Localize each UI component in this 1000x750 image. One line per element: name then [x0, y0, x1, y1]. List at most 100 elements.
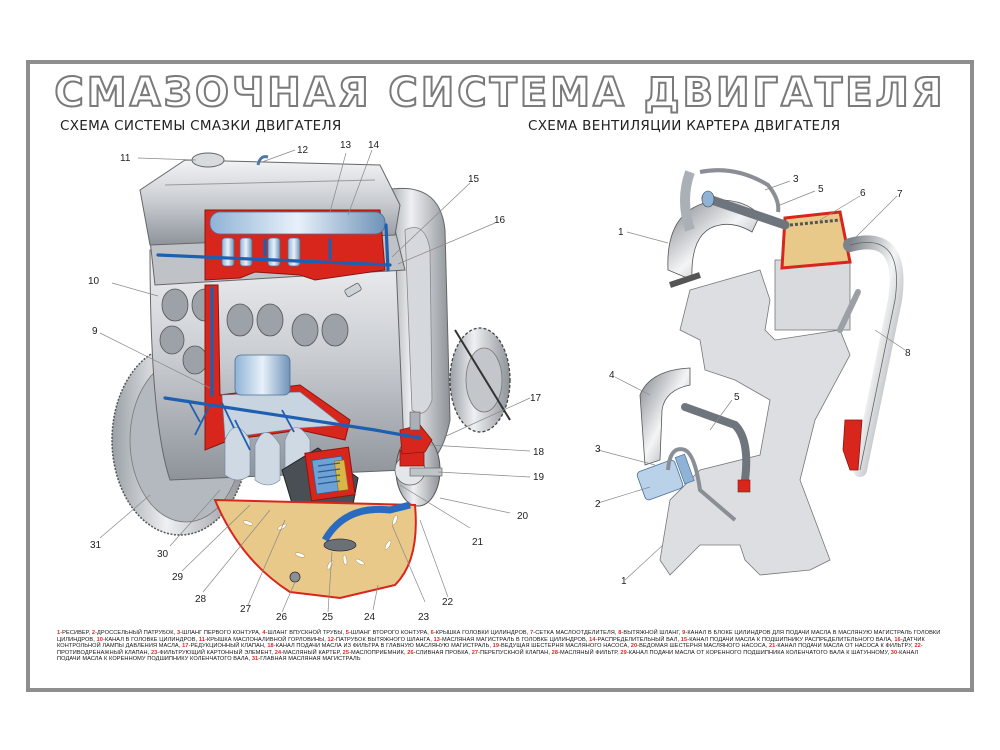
legend-item-number: 15: [680, 636, 688, 643]
ventilation-diagram-subtitle: СХЕМА ВЕНТИЛЯЦИИ КАРТЕРА ДВИГАТЕЛЯ: [528, 118, 841, 134]
legend-item-text: -КАНАЛ В БЛОКЕ ЦИЛИНДРОВ ДЛЯ ПОДАЧИ МАСЛ…: [57, 630, 941, 643]
engine-callout-labels: 11 12 13 14 15 16 10 9 17 18 19 20 21 22…: [88, 140, 545, 623]
oil-pickup: [321, 501, 411, 542]
legend-item-number: 21: [768, 643, 776, 650]
legend-item: 16-ДАТЧИК КОНТРОЛЬНОЙ ЛАМПЫ ДАВЛЕНИЯ МАС…: [57, 637, 925, 650]
vent-callout-2: 2: [595, 499, 601, 510]
callout-12: 12: [297, 145, 309, 156]
legend-item-text: -ПЕРЕПУСКНОЙ КЛАПАН,: [478, 649, 552, 656]
legend-item-text: -КАНАЛ В ГОЛОВКЕ ЦИЛИНДРОВ,: [103, 636, 199, 643]
legend-item: 22-ПРОТИВОДРЕНАЖНЫЙ КЛАПАН,: [57, 643, 923, 656]
callout-28: 28: [195, 594, 207, 605]
legend-item: 31-ГЛАВНАЯ МАСЛЯНАЯ МАГИСТРАЛЬ: [252, 656, 361, 662]
legend-item: 17-РЕДУКЦИОННЫЙ КЛАПАН,: [182, 643, 267, 649]
legend-item: 7-СЕТКА МАСЛООТДЕЛИТЕЛЯ,: [530, 630, 618, 636]
legend-item-text: -ГЛАВНАЯ МАСЛЯНАЯ МАГИСТРАЛЬ: [258, 656, 361, 663]
legend-item-number: 10: [96, 636, 104, 643]
legend-item: 14-РАСПРЕДЕЛИТЕЛЬНЫЙ ВАЛ,: [589, 637, 681, 643]
legend-item: 27-ПЕРЕПУСКНОЙ КЛАПАН,: [472, 650, 552, 656]
legend-item-number: 30: [890, 649, 898, 656]
legend-item-text: -МАСЛЯНЫЙ ФИЛЬТР,: [558, 649, 621, 656]
vent-callout-4: 4: [609, 370, 615, 381]
legend-item-number: 2: [91, 630, 96, 636]
legend-item-number: 9: [682, 630, 686, 636]
legend-item-text: -СЛИВНАЯ ПРОБКА,: [413, 649, 472, 656]
ventilation-callout-labels: 1 3 5 6 7 8 4 5 3 2 1: [595, 174, 911, 587]
oil-channels: [156, 223, 422, 440]
ventilation-illustration: [636, 168, 904, 576]
callout-31: 31: [90, 540, 102, 551]
hose-second-circuit-top: [701, 193, 790, 230]
legend-item-text: -КАНАЛ ПОДАЧИ МАСЛА ИЗ ФИЛЬТРА В ГЛАВНУЮ…: [273, 643, 493, 650]
vent-callout-3: 3: [793, 174, 799, 185]
legend-item-number: 12: [327, 636, 334, 643]
legend-item-text: -ПРОТИВОДРЕНАЖНЫЙ КЛАПАН,: [57, 643, 923, 656]
legend-item-text: -ВЕДУЩАЯ ШЕСТЕРНЯ МАСЛЯНОГО НАСОСА,: [499, 643, 631, 650]
callout-16: 16: [494, 215, 506, 226]
legend-item-number: 6: [430, 630, 434, 636]
legend-item-number: 26: [407, 649, 414, 656]
legend-item-text: -КАНАЛ ПОДАЧИ МАСЛА ОТ КОРЕННОГО ПОДШИПН…: [626, 649, 891, 656]
legend-item: 12-ПАТРУБОК ВЫТЯЖНОГО ШЛАНГА,: [328, 637, 434, 643]
legend-item-number: 1: [57, 630, 61, 636]
engine-illustration: [111, 152, 511, 600]
legend-item-number: 3: [176, 630, 181, 636]
legend: 1-РЕСИВЕР, 2-ДРОССЕЛЬНЫЙ ПАТРУБОК, 3-ШЛА…: [57, 630, 942, 663]
engine-leader-lines: [99, 149, 531, 613]
callout-20: 20: [517, 511, 529, 522]
legend-item: 5-ШЛАНГ ВТОРОГО КОНТУРА,: [346, 630, 431, 636]
legend-item: 21-КАНАЛ ПОДАЧИ МАСЛА ОТ НАСОСА К ФИЛЬТР…: [769, 643, 914, 649]
legend-item: 18-КАНАЛ ПОДАЧИ МАСЛА ИЗ ФИЛЬТРА В ГЛАВН…: [267, 643, 492, 649]
ventilation-leader-lines: [597, 180, 906, 581]
legend-item-text: -ВЕДОМАЯ ШЕСТЕРНЯ МАСЛЯНОГО НАСОСА,: [637, 643, 769, 650]
oil-pressure-sensor: [344, 282, 362, 298]
legend-item-text: -ШЛАНГ ПЕРВОГО КОНТУРА,: [180, 630, 263, 636]
legend-item-number: 20: [630, 643, 638, 650]
callout-26: 26: [276, 612, 288, 623]
oil-filler-cap: [191, 152, 225, 168]
legend-item-number: 22: [914, 643, 921, 650]
legend-item-number: 4: [262, 630, 266, 636]
legend-item: 15-КАНАЛ ПОДАЧИ МАСЛА К ПОДШИПНИКУ РАСПР…: [681, 637, 895, 643]
legend-item-number: 25: [342, 649, 350, 656]
oil-pump: [394, 411, 443, 507]
legend-item-text: -МАСЛОПРИЕМНИК,: [349, 649, 408, 656]
legend-item-number: 14: [589, 636, 596, 643]
hose-second-circuit-bottom: [681, 403, 751, 484]
intake-pipe: [639, 367, 691, 466]
legend-item-text: -РЕДУКЦИОННЫЙ КЛАПАН,: [188, 643, 268, 650]
legend-item-number: 19: [492, 643, 500, 650]
legend-item-number: 24: [274, 649, 282, 656]
callout-15: 15: [468, 174, 480, 185]
legend-item: 3-ШЛАНГ ПЕРВОГО КОНТУРА,: [177, 630, 262, 636]
legend-item-number: 5: [345, 630, 349, 636]
callout-19: 19: [533, 472, 545, 483]
legend-item: 23-ФИЛЬТРУЮЩИЙ КАРТОННЫЙ ЭЛЕМЕНТ,: [151, 650, 275, 656]
legend-item: 6-КРЫШКА ГОЛОВКИ ЦИЛИНДРОВ,: [431, 630, 530, 636]
legend-item-number: 29: [620, 649, 627, 656]
legend-item-text: -КАНАЛ ПОДАЧИ МАСЛА К ПОДШИПНИКУ РАСПРЕД…: [687, 636, 895, 643]
legend-item-text: -ДРОССЕЛЬНЫЙ ПАТРУБОК,: [95, 630, 177, 636]
legend-item-text: -КРЫШКА ГОЛОВКИ ЦИЛИНДРОВ,: [433, 630, 531, 636]
legend-item-number: 11: [198, 636, 205, 643]
callout-27: 27: [240, 604, 252, 615]
legend-item-text: -ФИЛЬТРУЮЩИЙ КАРТОННЫЙ ЭЛЕМЕНТ,: [157, 649, 275, 656]
vent-callout-1-lower: 1: [621, 576, 627, 587]
vent-callout-3-lower: 3: [595, 444, 601, 455]
oil-flow-arrows: [243, 515, 398, 570]
callout-23: 23: [418, 612, 430, 623]
legend-item: 28-МАСЛЯНЫЙ ФИЛЬТР,: [552, 650, 621, 656]
legend-item-text: -МАСЛЯНЫЙ КАРТЕР,: [281, 649, 343, 656]
legend-item: 2-ДРОССЕЛЬНЫЙ ПАТРУБОК,: [92, 630, 177, 636]
legend-item-number: 16: [894, 636, 901, 643]
callout-21: 21: [472, 537, 484, 548]
vent-callout-5-lower: 5: [734, 392, 740, 403]
legend-item: 1-РЕСИВЕР,: [57, 630, 92, 636]
legend-item-number: 18: [267, 643, 274, 650]
legend-item: 26-СЛИВНАЯ ПРОБКА,: [407, 650, 471, 656]
legend-item-number: 17: [182, 643, 189, 650]
callout-14: 14: [368, 140, 380, 151]
vent-callout-7: 7: [897, 189, 903, 200]
callout-11: 11: [120, 153, 131, 164]
callout-24: 24: [364, 612, 376, 623]
